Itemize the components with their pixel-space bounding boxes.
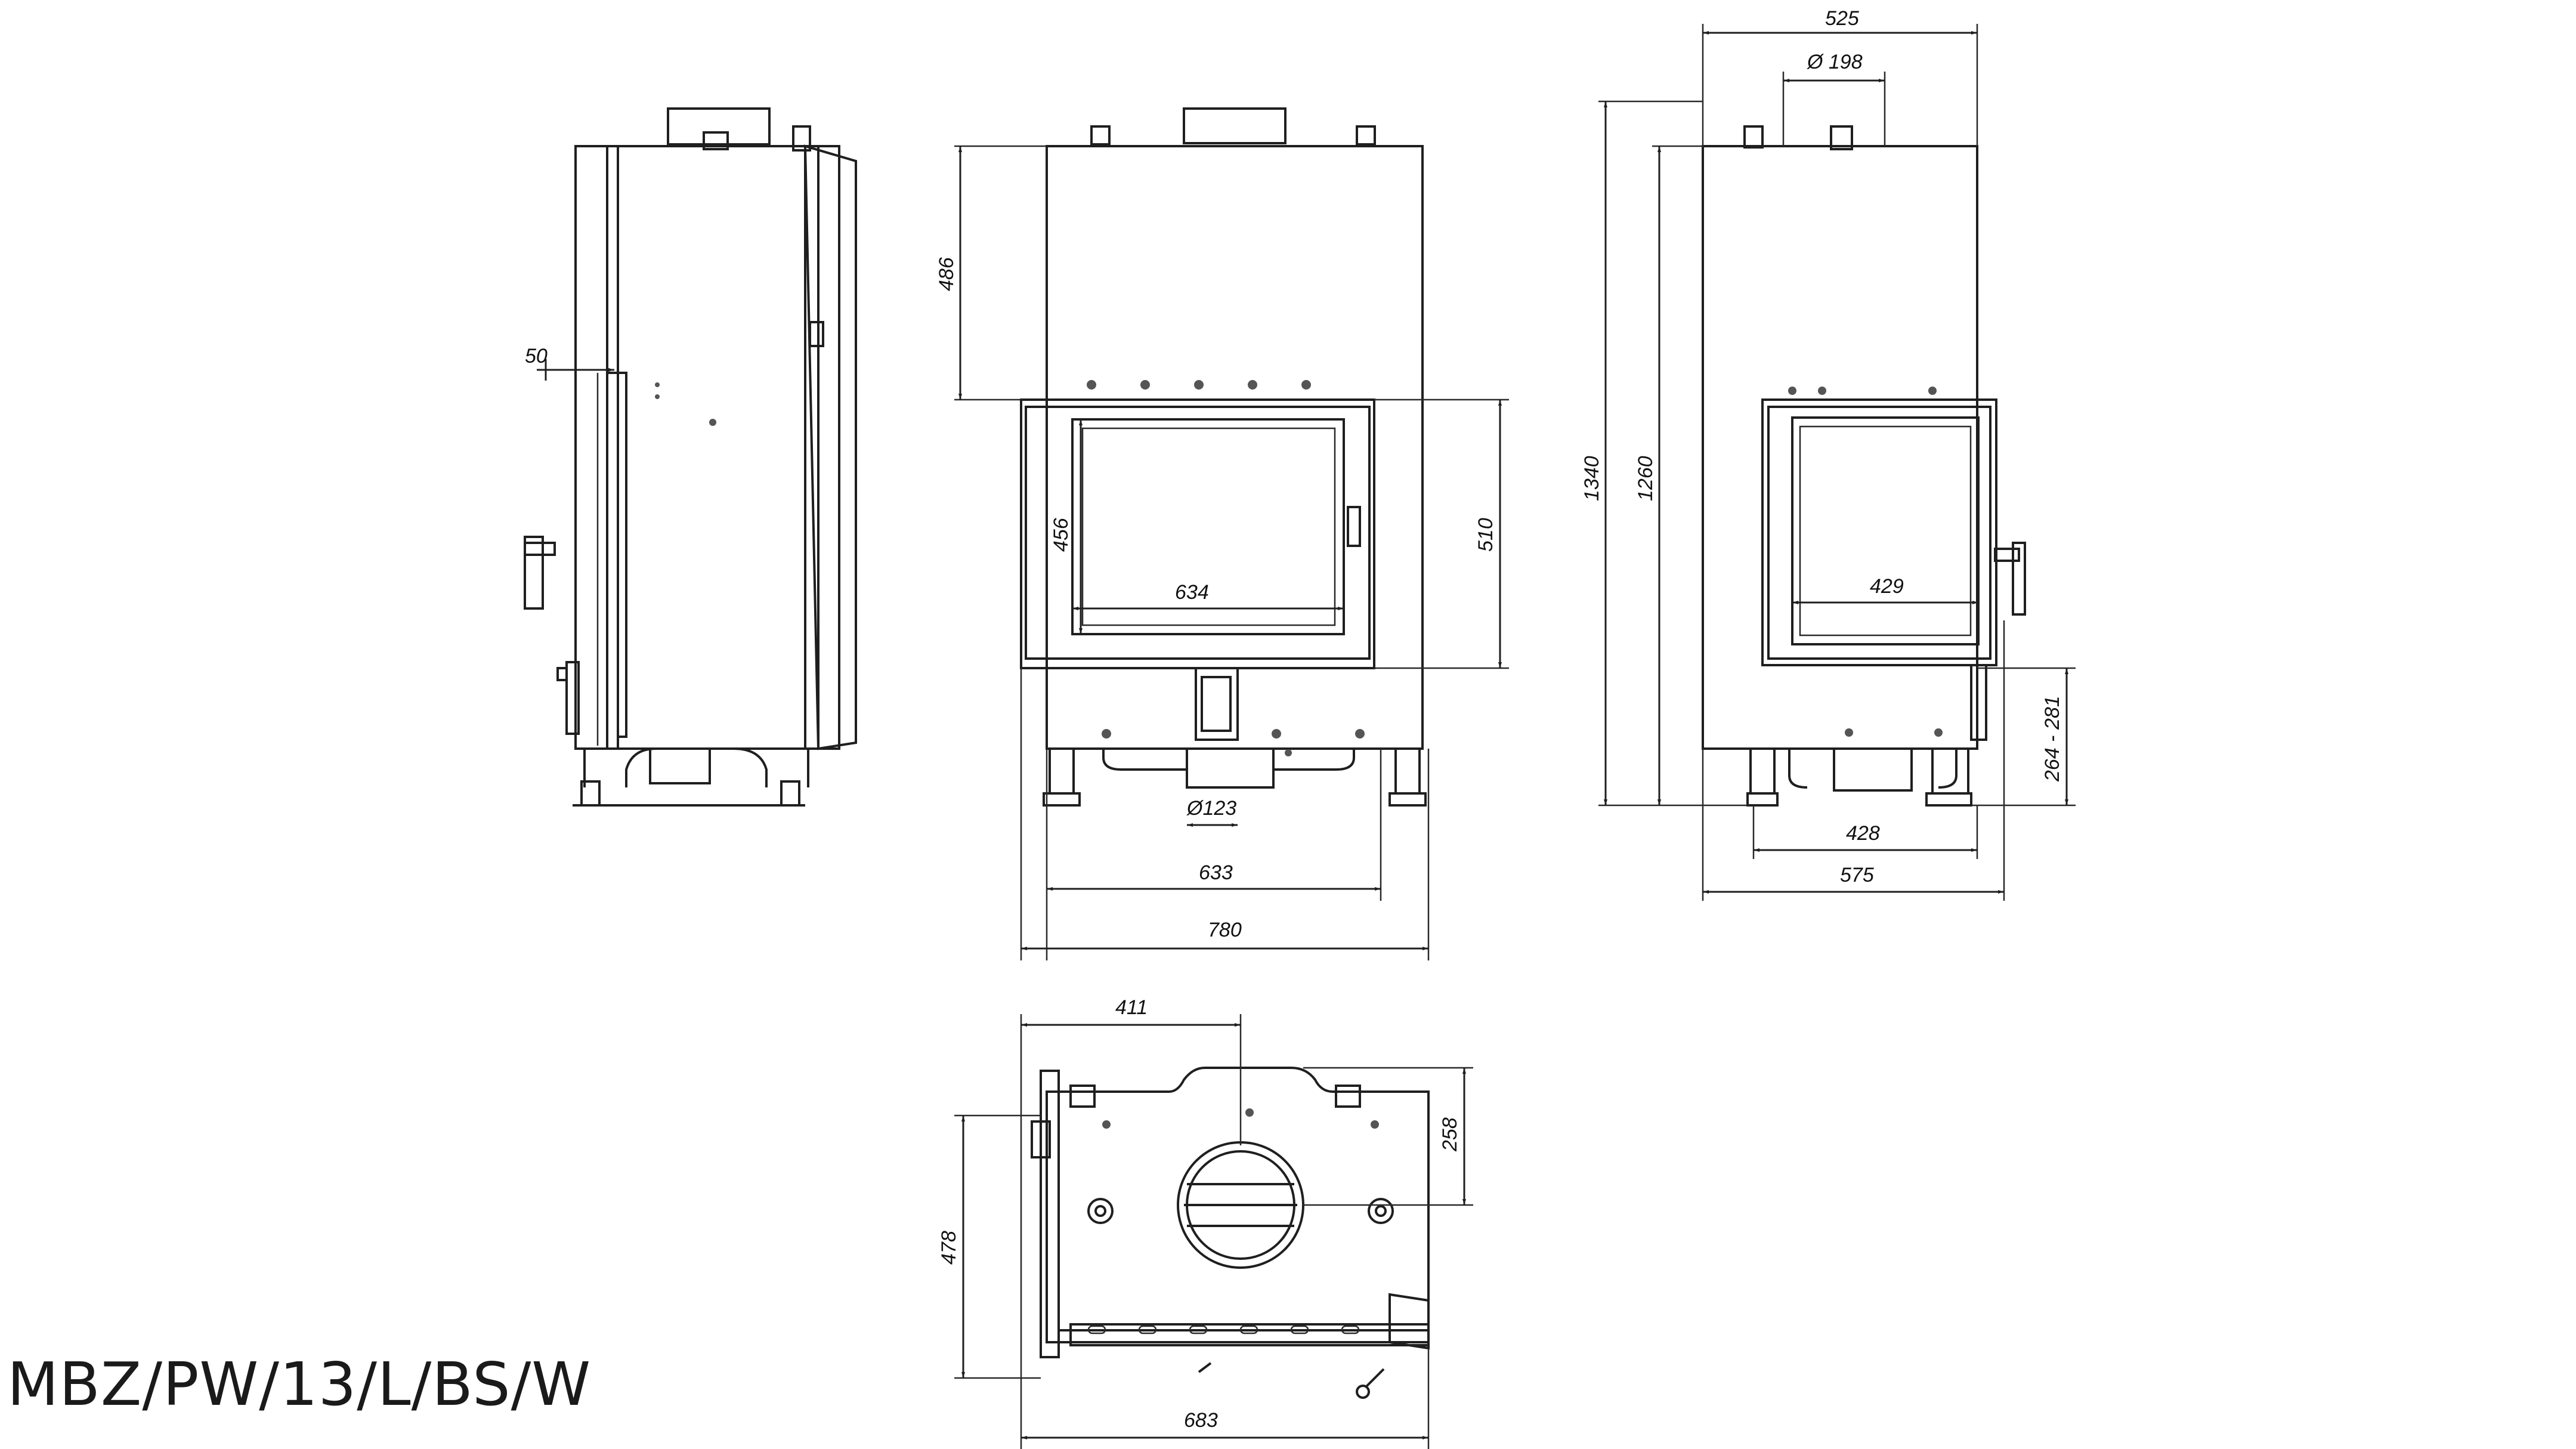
dim-front-flue-diameter: Ø123: [1186, 797, 1236, 820]
dim-top-depth: 478: [938, 1231, 960, 1265]
dim-right-top-width: 525: [1825, 7, 1859, 30]
dim-right-flue-diameter: Ø 198: [1807, 51, 1863, 73]
dim-right-total-height: 1340: [1581, 456, 1603, 501]
right-view: 525 Ø 198 1340 1260 429 264 - 281 428 57…: [1581, 7, 2076, 901]
front-view: 486 456 634 510 Ø123 633 780: [935, 107, 1509, 960]
model-code-label: MBZ/PW/13/L/BS/W: [7, 1349, 592, 1419]
dim-front-door-height: 510: [1474, 518, 1497, 552]
top-view: 411 258 478 683: [938, 996, 1473, 1449]
dim-right-glass-width: 429: [1870, 575, 1904, 598]
dim-top-flue-offset: 411: [1115, 996, 1148, 1019]
dim-top-width: 683: [1184, 1409, 1218, 1432]
dim-front-glass-width: 634: [1175, 581, 1209, 604]
dim-top-flue-depth: 258: [1439, 1117, 1461, 1152]
dim-front-upper-height: 486: [935, 257, 958, 291]
dim-side-offset: 50: [525, 345, 548, 367]
front-bolts: [1087, 380, 1365, 756]
dim-right-total-width: 575: [1840, 864, 1874, 886]
dim-front-feet-width: 633: [1199, 861, 1233, 884]
dim-front-total-width: 780: [1208, 919, 1242, 941]
side-view: 50: [524, 107, 857, 807]
dim-right-leg-height: 264 - 281: [2041, 696, 2064, 782]
dim-right-body-height: 1260: [1634, 456, 1657, 501]
top-slots: [1087, 1325, 1360, 1334]
dim-front-glass-height: 456: [1050, 518, 1072, 552]
dim-right-feet-width: 428: [1846, 822, 1880, 845]
